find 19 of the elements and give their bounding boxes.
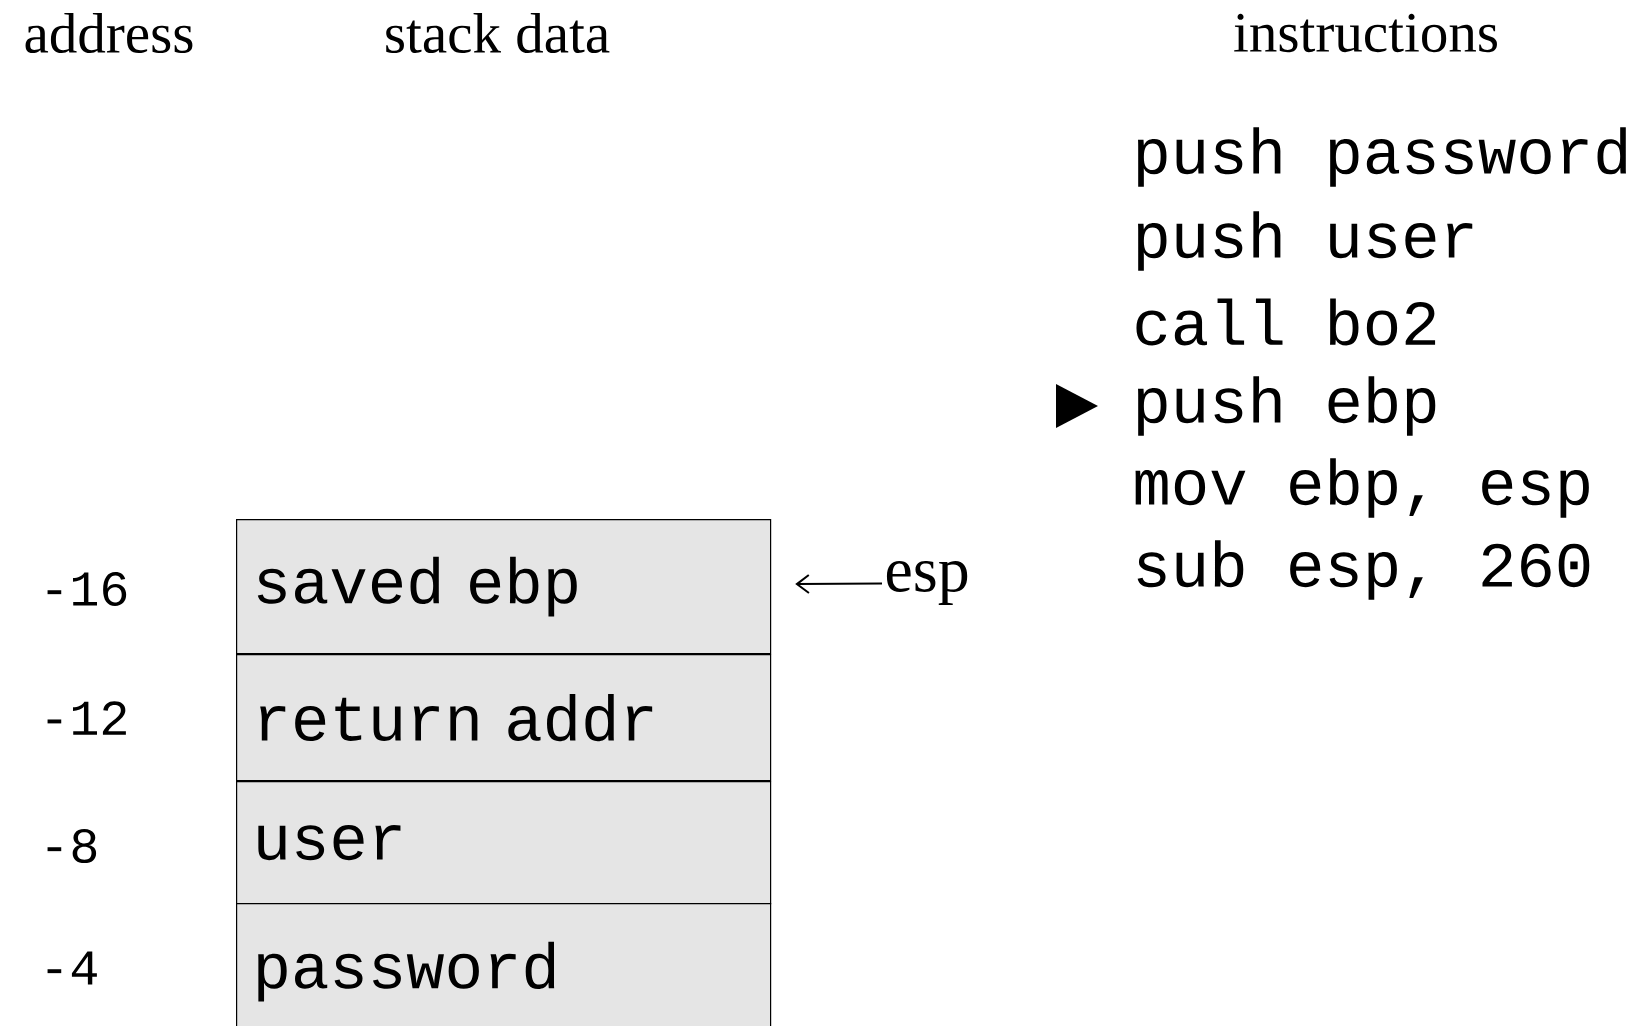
column-heading: instructions: [1234, 13, 1497, 53]
instruction: sub esp, 260: [1137, 540, 1590, 600]
stack-cell: password: [236, 903, 772, 1026]
instruction: call bo2: [1136, 298, 1436, 346]
instruction: push ebp: [1138, 376, 1436, 436]
stack-cell: saved ebp: [236, 519, 772, 655]
address-offset: -16: [47, 572, 127, 606]
stack-cell: return addr: [236, 654, 772, 782]
stack-cell: user: [236, 781, 772, 905]
instruction: mov ebp, esp: [1135, 458, 1589, 518]
pointer-label: esp: [886, 561, 968, 605]
column-heading: stack data: [386, 12, 610, 54]
arrow: [795, 574, 883, 594]
address-offset: -4: [47, 951, 97, 985]
instruction: push user: [1138, 211, 1473, 271]
column-heading: address: [25, 12, 193, 54]
instruction: push password: [1138, 127, 1626, 187]
address-offset: -12: [47, 701, 126, 735]
address-offset: -8: [47, 829, 97, 863]
